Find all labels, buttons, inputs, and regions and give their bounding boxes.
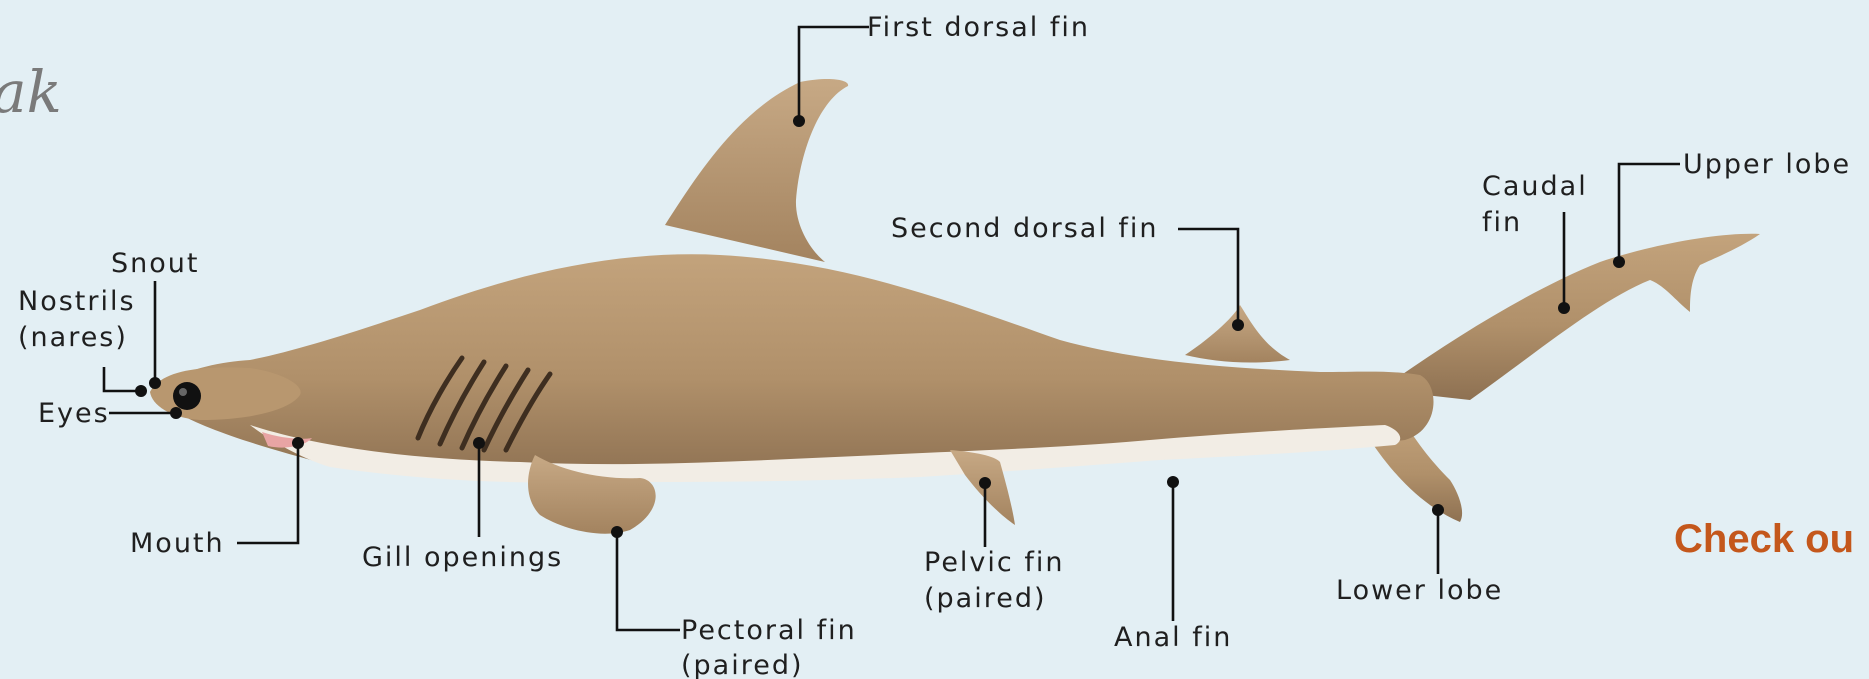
label-caudal-fin-line2: fin — [1482, 207, 1522, 238]
label-nostrils-line2: (nares) — [18, 322, 128, 353]
label-pectoral-fin-line1: Pectoral fin — [681, 615, 857, 646]
label-pelvic-fin-line1: Pelvic fin — [924, 547, 1064, 578]
label-gill-openings: Gill openings — [362, 542, 563, 573]
shark-illustration — [150, 79, 1760, 534]
label-lower-lobe: Lower lobe — [1336, 575, 1503, 606]
shark-eye-shape — [173, 382, 201, 410]
label-upper-lobe: Upper lobe — [1683, 149, 1851, 180]
label-eyes: Eyes — [38, 398, 110, 429]
label-pectoral-fin-line2: (paired) — [681, 650, 804, 679]
check-out-link[interactable]: Check ou — [1674, 517, 1854, 561]
label-snout: Snout — [111, 248, 199, 279]
label-first-dorsal-fin: First dorsal fin — [867, 12, 1090, 43]
first-dorsal-fin-shape — [665, 79, 848, 262]
label-nostrils-line1: Nostrils — [18, 286, 136, 317]
label-second-dorsal-fin: Second dorsal fin — [891, 213, 1159, 244]
label-caudal-fin-line1: Caudal — [1482, 171, 1588, 202]
label-mouth: Mouth — [130, 528, 225, 559]
caudal-upper-lobe-shape — [1380, 234, 1760, 400]
title-fragment: ak — [0, 58, 62, 126]
label-pelvic-fin-line2: (paired) — [924, 583, 1047, 614]
label-anal-fin: Anal fin — [1114, 622, 1232, 653]
